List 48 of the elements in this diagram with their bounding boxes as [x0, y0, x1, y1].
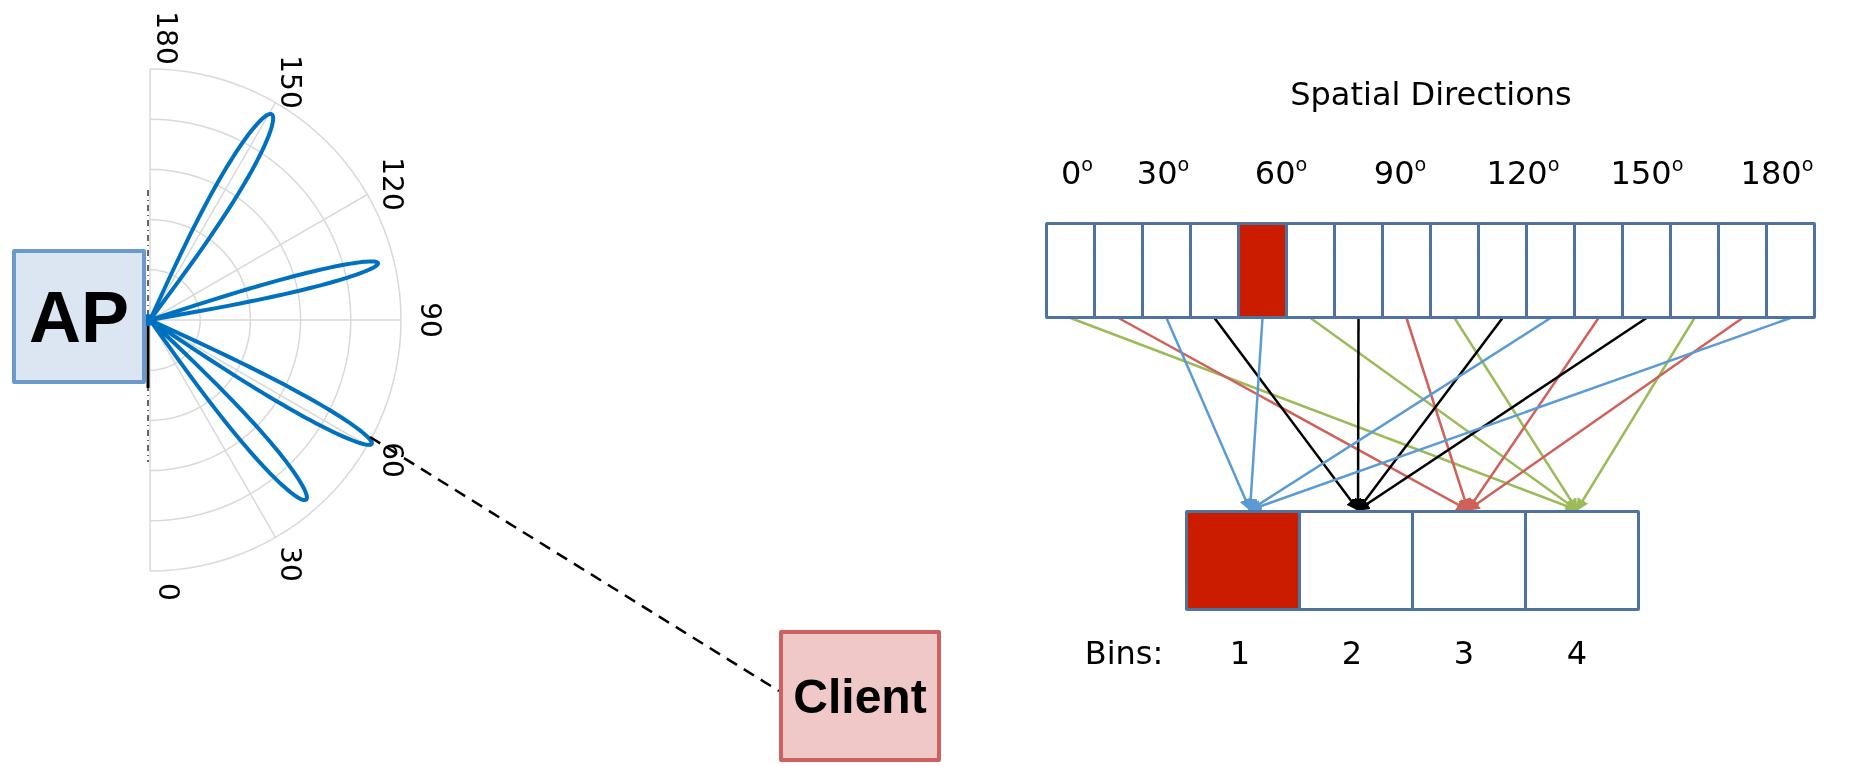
bin-number: 2	[1341, 637, 1363, 669]
arrow	[1575, 317, 1696, 512]
direction-cell	[1669, 222, 1720, 319]
title: Spatial Directions	[1290, 78, 1572, 110]
bin-cell	[1185, 510, 1301, 611]
node-label: Client	[793, 668, 927, 724]
ap-box	[12, 249, 146, 384]
direction-cell	[1477, 222, 1528, 319]
direction-cell	[1381, 222, 1432, 319]
direction-cell	[1093, 222, 1144, 319]
tick-label: 120	[378, 157, 406, 211]
direction-cell	[1045, 222, 1096, 319]
bin-cell	[1411, 510, 1527, 611]
angle-label: 120$^{o}$	[1486, 154, 1560, 190]
tick-label: 180	[152, 11, 180, 65]
tick-label: 60	[378, 442, 406, 478]
bin-cell	[1524, 510, 1640, 611]
angle-label: 90$^{o}$	[1373, 154, 1427, 190]
direction-cell	[1429, 222, 1480, 319]
bin-number: 4	[1566, 637, 1588, 669]
direction-cell	[1621, 222, 1672, 319]
direction-cell	[1333, 222, 1384, 319]
client-box	[779, 630, 941, 762]
direction-cell	[1285, 222, 1336, 319]
tick-label: 150	[276, 55, 304, 109]
angle-label: 0$^{o}$	[1060, 154, 1094, 190]
angle-label: 180$^{o}$	[1740, 154, 1814, 190]
direction-cell	[1141, 222, 1192, 319]
direction-cell	[1189, 222, 1240, 319]
arrow	[1213, 317, 1359, 511]
arrow	[1165, 317, 1252, 512]
bin-cell	[1298, 510, 1414, 611]
bin-number: 1	[1229, 637, 1251, 669]
tick-label: 30	[276, 546, 304, 582]
direction-cell	[1525, 222, 1576, 319]
tick-label: 90	[416, 302, 444, 338]
angle-label: 150$^{o}$	[1610, 154, 1684, 190]
bin-number: 3	[1453, 637, 1475, 669]
direction-cell	[1237, 222, 1288, 319]
node-label: AP	[29, 275, 129, 358]
axis-label: Bins:	[1084, 637, 1164, 669]
connector-line	[369, 435, 780, 693]
tick-label: 0	[154, 583, 182, 601]
direction-cell	[1573, 222, 1624, 319]
angle-label: 60$^{o}$	[1254, 154, 1308, 190]
direction-cell	[1717, 222, 1768, 319]
direction-cell	[1765, 222, 1816, 319]
angle-label: 30$^{o}$	[1136, 154, 1190, 190]
